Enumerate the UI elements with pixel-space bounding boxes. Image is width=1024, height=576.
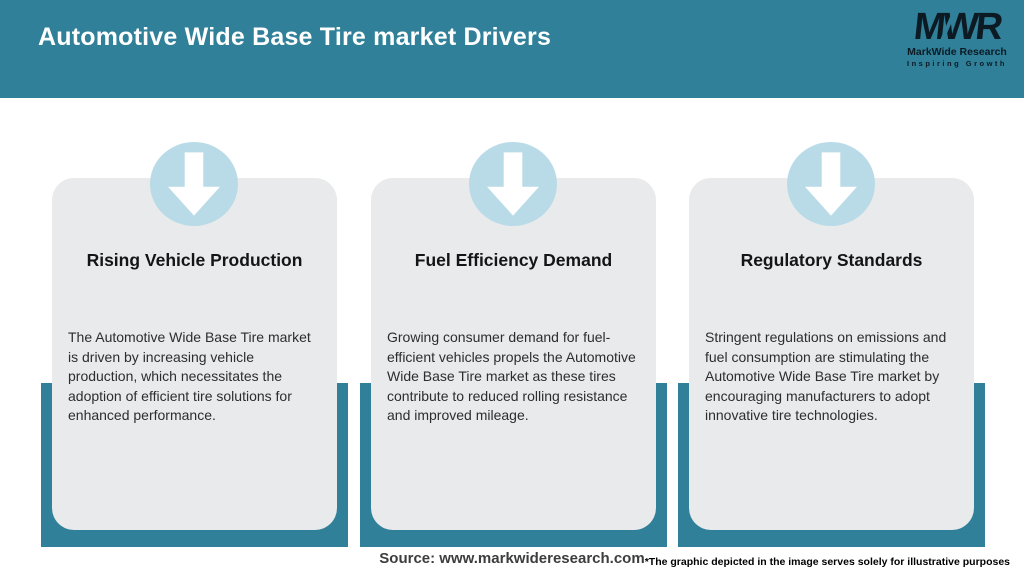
driver-card: Rising Vehicle Production The Automotive… — [52, 178, 337, 530]
logo-tagline: Inspiring Growth — [907, 59, 1007, 68]
arrow-down-icon — [168, 152, 220, 216]
driver-card: Fuel Efficiency Demand Growing consumer … — [371, 178, 656, 530]
card-description: Stringent regulations on emissions and f… — [705, 329, 947, 423]
header-bar: Automotive Wide Base Tire market Drivers… — [0, 0, 1024, 98]
icon-circle — [150, 142, 238, 226]
arrow-down-icon — [805, 152, 857, 216]
card-description: The Automotive Wide Base Tire market is … — [68, 329, 311, 423]
icon-circle — [469, 142, 557, 226]
markwide-research-logo: MWR MarkWide Research Inspiring Growth — [902, 6, 1012, 68]
card-title: Regulatory Standards — [740, 250, 923, 270]
logo-monogram: MWR — [912, 6, 1002, 48]
logo-company-name: MarkWide Research — [907, 46, 1007, 58]
disclaimer-text: *The graphic depicted in the image serve… — [644, 556, 1010, 568]
arrow-down-icon — [487, 152, 539, 216]
icon-circle — [787, 142, 875, 226]
page-title: Automotive Wide Base Tire market Drivers — [38, 23, 552, 51]
card-title: Fuel Efficiency Demand — [414, 250, 613, 270]
logo-monogram-text: MWR — [911, 6, 1003, 48]
card-description: Growing consumer demand for fuel-efficie… — [387, 329, 636, 423]
source-text: Source: www.markwideresearch.com — [379, 550, 645, 567]
driver-card: Regulatory Standards Stringent regulatio… — [689, 178, 974, 530]
card-title: Rising Vehicle Production — [86, 250, 303, 270]
